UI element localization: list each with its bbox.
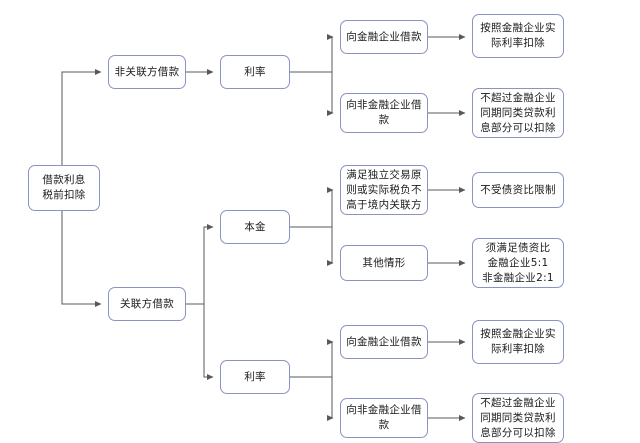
node-nonfin_borrow_top[interactable]: 向非金融企业借 款	[340, 93, 428, 133]
edge-related-to-principal	[186, 224, 214, 305]
node-non_related[interactable]: 非关联方借款	[108, 55, 186, 89]
node-result_limit_top[interactable]: 不超过金融企业 同期同类贷款利 息部分可以扣除	[472, 88, 564, 138]
node-arms_length[interactable]: 满足独立交易原 则或实际税负不 高于境内关联方	[340, 165, 428, 215]
node-other_case[interactable]: 其他情形	[340, 245, 428, 281]
node-principal[interactable]: 本金	[220, 210, 290, 244]
node-rate_bottom[interactable]: 利率	[220, 360, 290, 394]
node-fin_borrow_top[interactable]: 向金融企业借款	[340, 20, 428, 54]
edge-rate_top-to-fin_borrow_top	[290, 34, 334, 73]
node-result_no_ratio[interactable]: 不受债资比限制	[472, 172, 564, 208]
node-rate_top[interactable]: 利率	[220, 55, 290, 89]
node-label: 按照金融企业实 际利率扣除	[480, 22, 556, 49]
node-label: 满足独立交易原 则或实际税负不 高于境内关联方	[346, 168, 422, 211]
node-related[interactable]: 关联方借款	[108, 287, 186, 321]
node-label: 向金融企业借款	[346, 30, 422, 43]
edge-rate_bottom-to-nonfin_borrow_bot	[290, 376, 334, 421]
node-label: 不超过金融企业 同期同类贷款利 息部分可以扣除	[480, 91, 556, 134]
node-label: 须满足债资比 金融企业5:1 非金融企业2:1	[482, 241, 554, 284]
node-label: 向非金融企业借 款	[346, 99, 422, 126]
node-label: 关联方借款	[120, 297, 174, 310]
node-label: 利率	[244, 370, 266, 383]
node-label: 本金	[244, 220, 266, 233]
edge-rate_bottom-to-fin_borrow_bot	[290, 339, 334, 378]
node-result_actual_top[interactable]: 按照金融企业实 际利率扣除	[472, 14, 564, 58]
node-label: 不超过金融企业 同期同类贷款利 息部分可以扣除	[480, 396, 556, 439]
node-result_actual_bot[interactable]: 按照金融企业实 际利率扣除	[472, 320, 564, 364]
node-label: 利率	[244, 65, 266, 78]
edge-related-to-rate_bottom	[186, 303, 214, 380]
node-nonfin_borrow_bot[interactable]: 向非金融企业借 款	[340, 398, 428, 438]
node-label: 按照金融企业实 际利率扣除	[480, 328, 556, 355]
node-label: 非关联方借款	[114, 65, 180, 78]
node-root[interactable]: 借款利息 税前扣除	[28, 165, 100, 211]
edge-principal-to-arms_length	[290, 187, 334, 228]
node-label: 不受债资比限制	[480, 183, 556, 196]
node-label: 向非金融企业借 款	[346, 404, 422, 431]
node-label: 向金融企业借款	[346, 335, 422, 348]
node-fin_borrow_bot[interactable]: 向金融企业借款	[340, 325, 428, 359]
node-label: 其他情形	[362, 256, 406, 269]
node-label: 借款利息 税前扣除	[42, 174, 86, 201]
node-result_limit_bot[interactable]: 不超过金融企业 同期同类贷款利 息部分可以扣除	[472, 393, 564, 443]
edge-principal-to-other_case	[290, 226, 334, 266]
node-result_ratio[interactable]: 须满足债资比 金融企业5:1 非金融企业2:1	[472, 238, 564, 288]
edge-rate_top-to-nonfin_borrow_top	[290, 71, 334, 116]
